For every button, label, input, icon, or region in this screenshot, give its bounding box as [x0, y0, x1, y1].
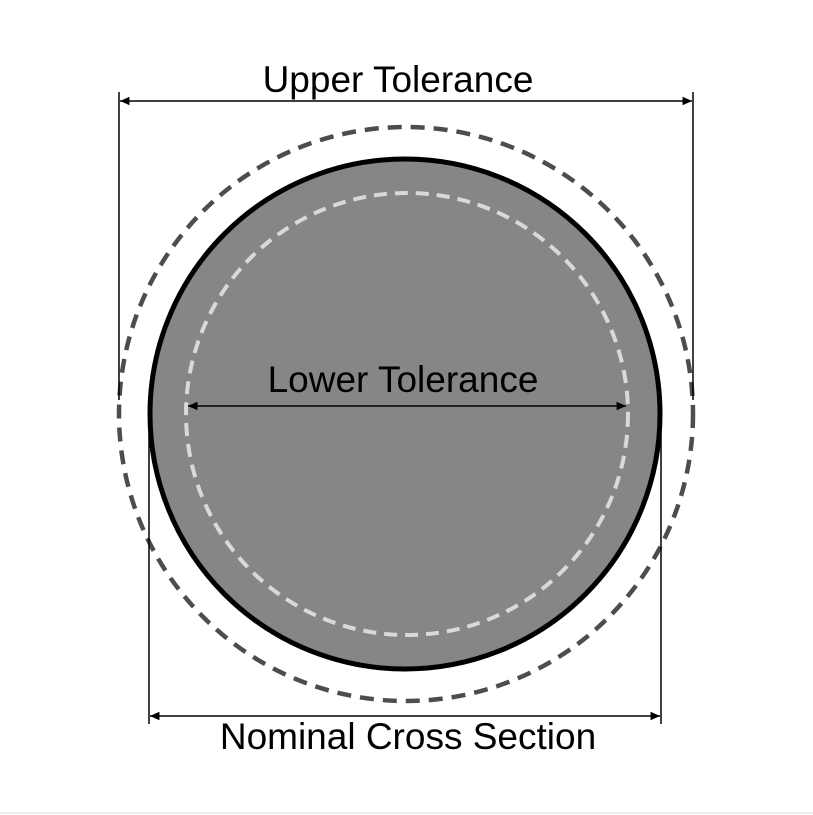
lower-tolerance-circle [184, 191, 630, 637]
lower-tolerance-label: Lower Tolerance [268, 359, 539, 400]
nominal-cross-section-label: Nominal Cross Section [220, 716, 596, 757]
nominal-cross-section-circle [147, 156, 663, 672]
upper-tolerance-circle [116, 124, 696, 704]
upper-tolerance-label: Upper Tolerance [263, 59, 534, 100]
